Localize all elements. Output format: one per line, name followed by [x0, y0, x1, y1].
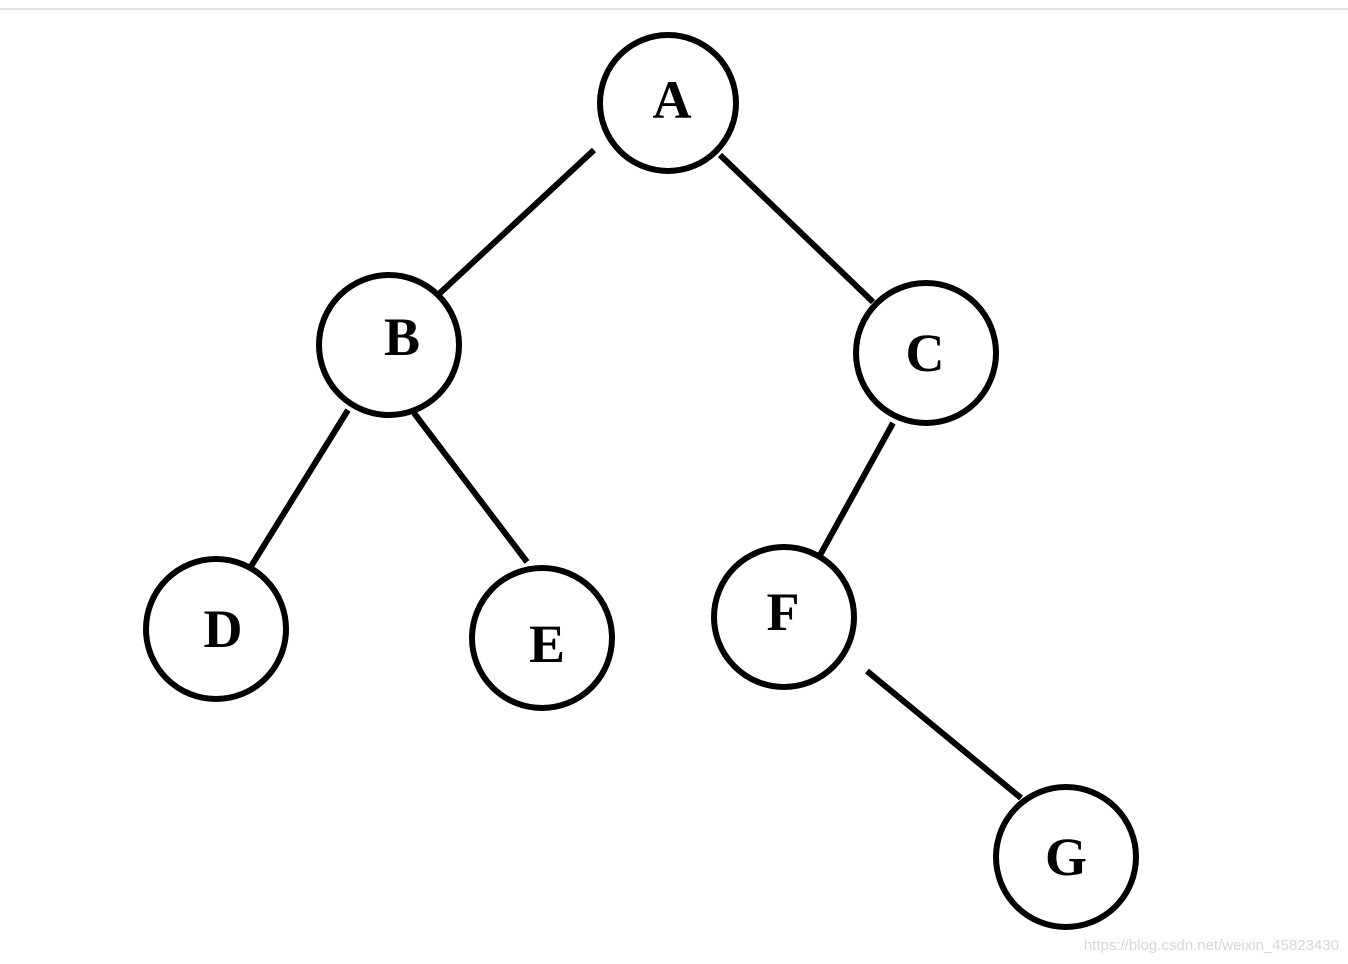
node-circle-a: [597, 32, 739, 174]
edge-f-g: [865, 668, 1023, 801]
node-label-c: C: [906, 323, 945, 383]
node-label-g: G: [1045, 827, 1087, 887]
edge-a-b: [437, 147, 597, 296]
edge-a-c: [717, 152, 876, 305]
tree-node-f: F: [711, 544, 857, 690]
node-circle-e: [469, 565, 615, 711]
node-circle-d: [143, 556, 289, 702]
edge-b-e: [411, 411, 530, 564]
node-label-e: E: [529, 614, 565, 674]
edge-c-f: [816, 421, 896, 559]
top-divider: [0, 8, 1348, 10]
node-label-d: D: [204, 599, 243, 659]
node-circle-b: [316, 272, 462, 418]
tree-node-a: A: [597, 32, 739, 174]
tree-node-c: C: [853, 280, 999, 426]
node-label-b: B: [384, 307, 420, 367]
watermark-url: https://blog.csdn.net/weixin_45823430: [1083, 937, 1339, 954]
edges-layer: [247, 147, 1023, 801]
node-label-f: F: [767, 582, 800, 642]
node-circle-g: [993, 784, 1139, 930]
tree-node-g: G: [993, 784, 1139, 930]
tree-node-b: B: [316, 272, 462, 418]
nodes-layer: A B C D E F G: [143, 32, 1139, 930]
node-circle-f: [711, 544, 857, 690]
tree-node-d: D: [143, 556, 289, 702]
node-circle-c: [853, 280, 999, 426]
tree-node-e: E: [469, 565, 615, 711]
edge-b-d: [247, 408, 351, 570]
node-label-a: A: [653, 70, 692, 130]
